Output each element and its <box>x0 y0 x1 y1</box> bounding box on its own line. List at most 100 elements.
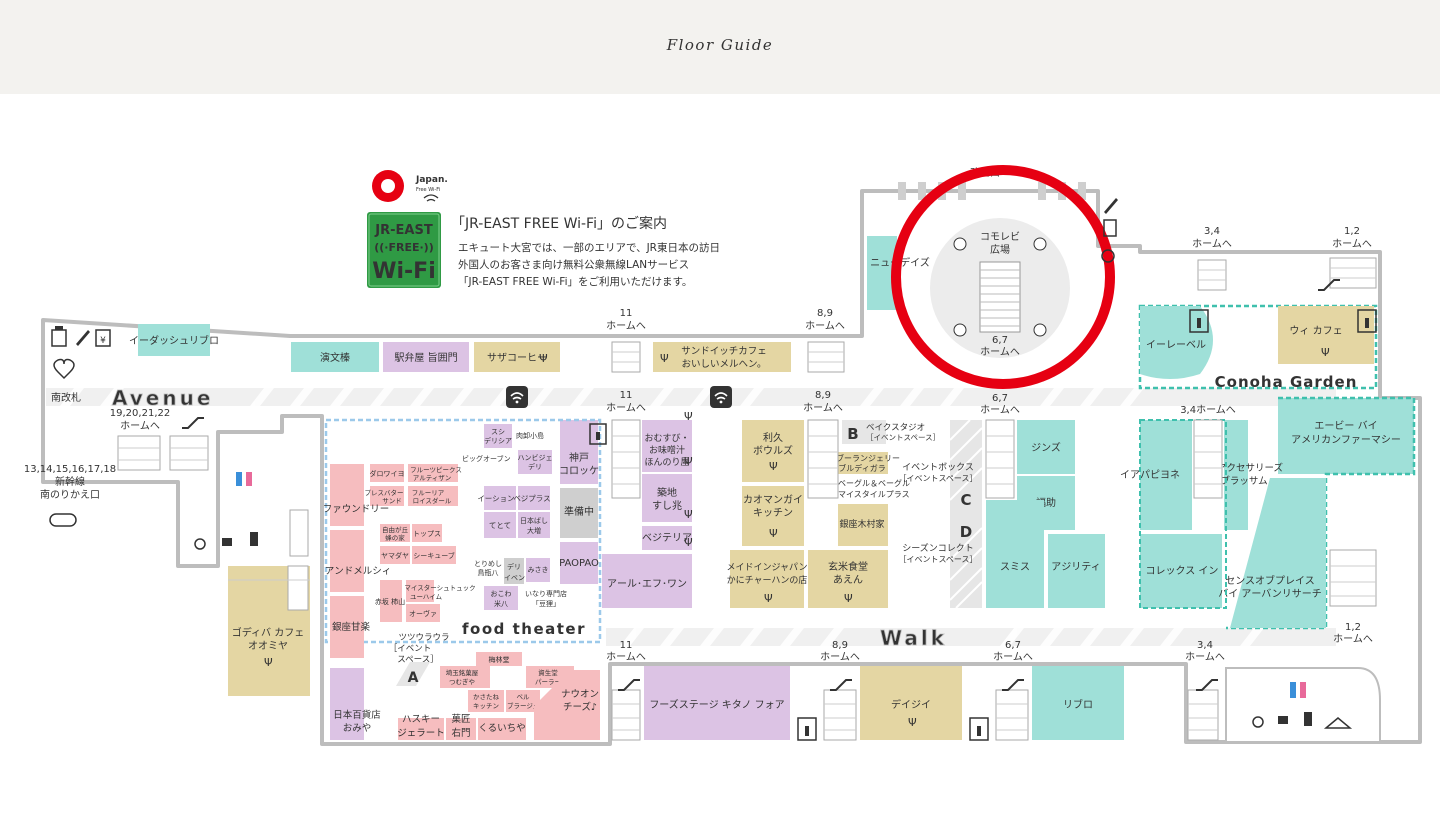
svg-text:肉卸小島: 肉卸小島 <box>516 431 544 440</box>
restroom-icon[interactable] <box>236 472 252 486</box>
shop-foods-stage[interactable]: フーズステージ キタノ フォア <box>644 666 790 740</box>
shop-deli-event[interactable]: デリ イベント <box>504 558 532 584</box>
shop-rikyu-bowls[interactable]: 利久 ボウルズ <box>742 420 804 482</box>
shop-saitama-meika[interactable]: 埼玉銘菓屋 つむぎや <box>440 666 490 688</box>
svg-text:ホームへ: ホームへ <box>1333 633 1373 645</box>
svg-text:カオマンガイ: カオマンガイ <box>743 494 803 506</box>
shop-daiji[interactable]: デイジイ <box>860 666 962 740</box>
restroom-bay <box>1225 667 1381 743</box>
shop-ee-shon[interactable]: イーション <box>477 486 516 510</box>
shop-khao-man-gai[interactable]: カオマンガイ キッチン <box>742 486 804 546</box>
shop-hanbeji-deli[interactable]: ハンビジェ デリ <box>518 450 553 474</box>
walk-corridor <box>606 628 1336 646</box>
shop-vegeplus[interactable]: ベジプラス <box>513 486 551 510</box>
shop-belle-plage[interactable]: ベル ブラージュ <box>506 690 540 712</box>
event-space-a[interactable]: A <box>396 662 430 686</box>
shop-boulangerie-burdigala[interactable]: ブーランジェリー ブルディガラ <box>836 452 900 474</box>
shop-kasatane-kitchen[interactable]: かさたね キッチン <box>468 690 504 712</box>
komorebi-plaza[interactable]: コモレビ 広場 6,7 ホームへ <box>930 218 1070 358</box>
shop-oave[interactable]: オーヴァ <box>406 604 440 622</box>
shop-ekiben[interactable]: 駅弁屋 旨囲門 <box>383 342 469 372</box>
shop-umebayashido[interactable]: 梅林堂 <box>476 652 522 666</box>
shop-now-on-cheese[interactable]: ナウオン チーズ♪ <box>534 670 600 740</box>
shop-nihonbashi-daimasu[interactable]: 日本ばし 大増 <box>518 512 550 538</box>
shop-agility[interactable]: アジリティ <box>1048 534 1105 608</box>
shop-ireebel[interactable]: イーレーベル <box>1140 306 1213 379</box>
shop-akasaka-kakiyama[interactable]: 赤坂 柿山 <box>375 580 405 622</box>
shop-tetote[interactable]: てとて <box>484 512 516 538</box>
svg-text:鳥瓶八: 鳥瓶八 <box>478 568 499 577</box>
shop-paopao[interactable]: PAOPAO <box>559 542 599 584</box>
svg-text:ロイスダール: ロイスダール <box>413 496 452 505</box>
svg-text:ブーランジェリー: ブーランジェリー <box>836 453 900 463</box>
shop-sushi-delicia[interactable]: スシ デリシア <box>484 424 512 448</box>
wifi-icon[interactable] <box>710 386 732 408</box>
svg-text:C: C <box>960 491 971 509</box>
shop-presse-butter[interactable]: プレスバター サンド <box>365 486 405 506</box>
svg-text:すし兆: すし兆 <box>652 500 682 512</box>
restaurant-icon: Ψ Ψ Ψ Ψ Ψ Ψ Ψ Ψ Ψ Ψ Ψ Ψ Ψ <box>264 346 1330 729</box>
shop-foundry[interactable]: ファウンドリー <box>323 464 390 526</box>
event-space-b[interactable]: B <box>842 420 886 444</box>
svg-text:ベル: ベル <box>517 693 531 701</box>
shop-kobe-croquette[interactable]: 神戸 コロッケ <box>559 420 599 484</box>
svg-text:6,7: 6,7 <box>992 393 1008 404</box>
shop-smith[interactable]: スミス <box>986 500 1044 608</box>
svg-text:銀座甘楽: 銀座甘楽 <box>332 621 371 633</box>
shop-fruiria-ruysdael[interactable]: フルーリア ロイスダール <box>408 486 458 506</box>
shop-ee-dash-libro[interactable]: イーダッシュリブロ <box>129 324 219 356</box>
shop-jins[interactable]: ジンズ <box>1017 420 1075 474</box>
shop-libro[interactable]: リブロ <box>1032 666 1124 740</box>
shop-nihon-hyakkaten[interactable]: 日本百貨店 おみや <box>330 668 381 740</box>
shop-tsukiji-sushicho[interactable]: 築地 すし兆 <box>642 474 692 522</box>
svg-text:「豆狸」: 「豆狸」 <box>532 600 560 608</box>
shop-tops[interactable]: トップス <box>412 524 442 542</box>
shop-preparing[interactable]: 準備中 <box>560 488 598 538</box>
svg-text:メイドインジャパン: メイドインジャパン <box>726 562 807 573</box>
shop-misaki[interactable]: みさき <box>526 558 550 582</box>
shop-kasho-umon[interactable]: 菓匠 右門 <box>446 713 476 740</box>
floor-map[interactable]: Avenue Walk 改札口 Japan. Free Wi-Fi JR-EAS… <box>0 94 1440 813</box>
shop-enbunkan[interactable]: 演文榛 <box>291 342 379 372</box>
escalator-icon <box>618 679 640 691</box>
shop-vegeteria[interactable]: ベジテリア <box>642 526 692 550</box>
svg-text:ベジプラス: ベジプラス <box>513 494 550 503</box>
shop-meisterstuck[interactable]: マイスターシュトュック ユーハイム <box>404 580 476 602</box>
shop-and-merci[interactable]: アンドメルシィ <box>325 530 392 592</box>
wifi-small-icon <box>423 194 439 202</box>
svg-text:ホームへ: ホームへ <box>606 320 646 332</box>
shop-husky-gelato[interactable]: ハスキー ジェラート <box>397 714 445 740</box>
svg-text:ナウオン: ナウオン <box>561 689 599 700</box>
svg-text:シーキューブ: シーキューブ <box>413 551 455 560</box>
shop-sandwich-cafe[interactable]: サンドイッチカフェ おいしいメルヘン。 <box>653 342 791 372</box>
event-space-cd[interactable]: C D <box>949 419 983 609</box>
svg-text:アンドメルシィ: アンドメルシィ <box>325 566 392 577</box>
escalator-icon <box>182 417 204 429</box>
shop-genmai-shokudo[interactable]: 玄米食堂 あえん <box>808 550 888 608</box>
shop-dalloyau[interactable]: ダロワイヨ <box>370 464 405 482</box>
shop-yamadaya[interactable]: ヤマダヤ <box>380 546 410 564</box>
shop-collex-in[interactable]: コレックス イン <box>1140 534 1222 608</box>
shop-omusubi[interactable]: おむすび・ お味噌汁 ほんのり屋 <box>642 420 692 472</box>
svg-text:銀座木村家: 銀座木村家 <box>839 518 884 530</box>
shop-c3[interactable]: シーキューブ <box>412 546 456 564</box>
shop-sense-of-place[interactable]: センスオブプレイス バイ アーバンリサーチ <box>1218 478 1326 628</box>
shop-iapa[interactable]: イアパピヨネ <box>1120 420 1192 530</box>
shop-jiyugaoka-hachinoie[interactable]: 自由が丘 蜂の家 <box>380 524 410 542</box>
wifi-icon[interactable] <box>506 386 528 408</box>
phone-icon <box>76 330 90 346</box>
shop-rf1[interactable]: アール･エフ･ワン <box>602 554 692 608</box>
shop-okowa-komehachi[interactable]: おこわ 米八 <box>484 586 518 610</box>
svg-text:オオミヤ: オオミヤ <box>248 640 288 652</box>
svg-text:ビッグオーブン: ビッグオーブン <box>462 454 511 463</box>
shop-ap-american-pharmacy[interactable]: エービー バイ アメリカンファーマシー <box>1278 398 1414 474</box>
shop-accessories-blossom[interactable]: アクセサリーズ ブラッサム <box>1217 420 1284 530</box>
elevator-icon <box>797 717 817 741</box>
shop-ginza-kanraku[interactable]: 銀座甘楽 <box>330 596 370 658</box>
shop-kuruichiya[interactable]: くるいちや <box>478 718 526 740</box>
shop-saza-coffee[interactable]: サザコーヒー <box>474 342 560 372</box>
shop-fruits-peaks[interactable]: フルーツピークス アルティザン <box>408 464 462 482</box>
shop-made-in-japan[interactable]: メイドインジャパン かにチャーハンの店 <box>726 550 808 608</box>
restroom-icon[interactable] <box>1290 682 1306 698</box>
shop-ginza-kimuraya[interactable]: 銀座木村家 <box>838 504 888 546</box>
